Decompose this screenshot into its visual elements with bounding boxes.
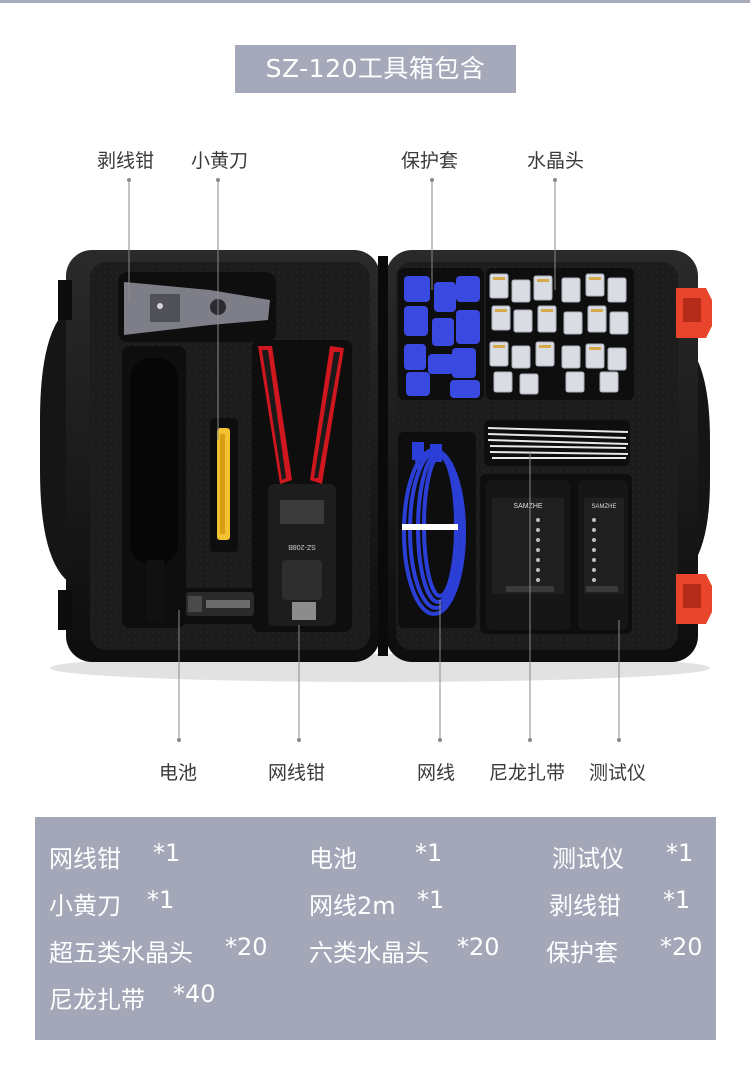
protective-boots [404,276,480,398]
content-item: 电池 *1 [309,839,442,874]
content-item: 剥线钳 *1 [549,886,690,921]
case-hinge [378,256,388,656]
content-item: 小黄刀 *1 [49,886,174,921]
contents-panel: 网线钳 *1 电池 *1 测试仪 *1 小黄刀 *1 网线2m *1 剥线钳 *… [35,817,716,1040]
callout-cable: 网线 [417,762,456,784]
content-item-qty: *1 [415,839,443,867]
callout-connector: 水晶头 [527,150,585,172]
content-item: 网线2m *1 [309,886,444,921]
callout-battery: 电池 [159,762,198,784]
crimper-tool: SZ-208B [258,346,344,626]
callout-leader-lines [127,178,621,742]
case-latch-top [676,288,712,338]
tester-brand-right: SAMZHE [591,504,616,510]
callout-crimper: 网线钳 [268,762,326,784]
punch-down-tool [130,358,178,622]
zip-ties [487,427,629,459]
content-item-qty: *1 [666,839,694,867]
content-item-name: 网线2m [309,892,396,920]
content-item-name: 六类水晶头 [309,939,429,967]
content-item-name: 网线钳 [49,845,121,873]
rj45-connectors [489,273,629,395]
content-item-qty: *20 [660,933,703,961]
callout-tester: 测试仪 [589,762,647,784]
callout-knife: 小黄刀 [191,150,249,172]
content-item-name: 剥线钳 [549,892,621,920]
battery [186,592,254,616]
content-item: 尼龙扎带 *40 [49,980,216,1015]
content-item-name: 保护套 [546,939,618,967]
content-item: 测试仪 *1 [552,839,693,874]
callout-zip-tie: 尼龙扎带 [489,762,566,784]
content-item-qty: *20 [457,933,500,961]
content-item-qty: *20 [225,933,268,961]
top-divider [0,0,750,3]
content-item-qty: *1 [147,886,175,914]
content-item-name: 尼龙扎带 [49,986,145,1014]
content-item-qty: *40 [173,980,216,1008]
callout-stripper: 剥线钳 [97,150,155,172]
content-item: 网线钳 *1 [49,839,180,874]
content-item-name: 超五类水晶头 [49,939,193,967]
content-item-name: 小黄刀 [49,892,121,920]
content-item-qty: *1 [417,886,445,914]
callout-boot: 保护套 [401,150,459,172]
content-item: 六类水晶头 *20 [309,933,500,968]
content-item-name: 电池 [309,845,357,873]
cable-tester: SAMZHE SAMZHE [486,480,628,630]
content-item-qty: *1 [663,886,691,914]
tester-brand-left: SAMZHE [513,503,543,510]
page-title: SZ-120工具箱包含 [235,45,516,93]
case-latch-bottom [676,574,712,624]
crimper-model-text: SZ-208B [288,543,316,550]
content-item-qty: *1 [153,839,181,867]
content-item: 超五类水晶头 *20 [49,933,268,968]
case-left-clips [58,280,72,630]
wire-stripper [124,282,270,335]
content-item-name: 测试仪 [552,845,624,873]
yellow-knife [217,428,230,540]
toolbox-illustration: SZ-208B [40,178,712,742]
content-item: 保护套 *20 [546,933,703,968]
cable-tie-band [402,524,458,530]
